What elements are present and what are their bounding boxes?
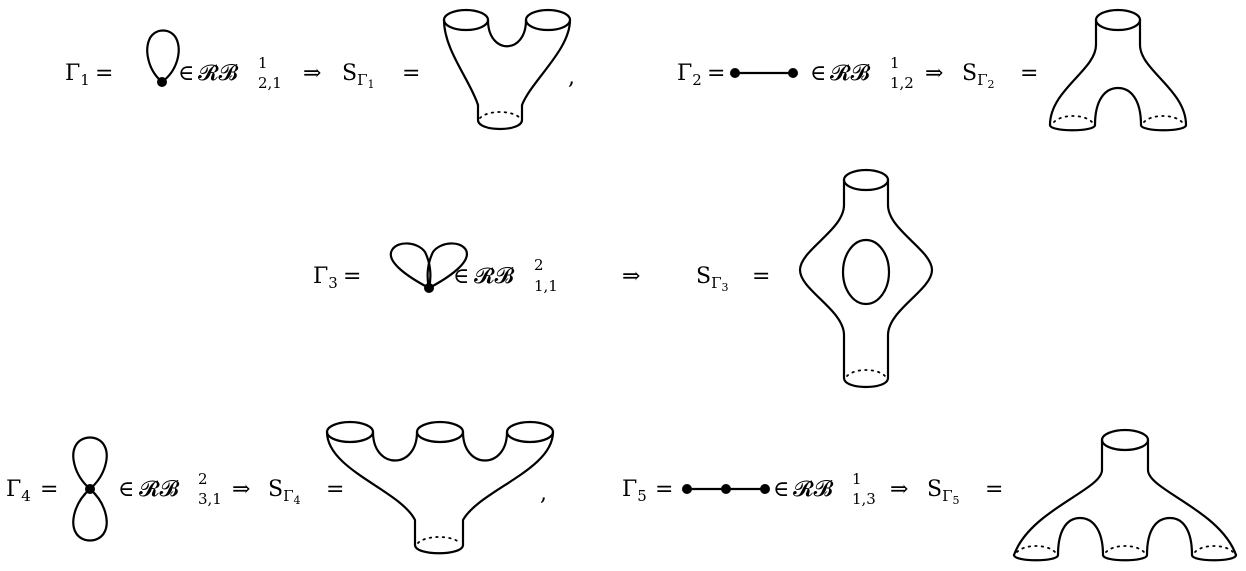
gamma-2-space-sup: 1 xyxy=(890,54,900,72)
graph-gamma-4 xyxy=(72,436,108,542)
gamma-4-comma: , xyxy=(540,481,547,506)
graph-gamma-2 xyxy=(730,68,798,78)
gamma-1-space: 𝓡𝓑 xyxy=(198,61,239,86)
vertex xyxy=(721,484,731,494)
surface-gamma-2 xyxy=(1048,8,1188,132)
gamma-3-symbol: Γ3 xyxy=(313,264,338,292)
gamma-4-equals-2: = xyxy=(326,477,344,502)
gamma-5-element-of: ∈ xyxy=(773,477,789,502)
gamma-3-space-sub: 1,1 xyxy=(534,277,558,295)
formula-gamma-4: Γ4 = ∈ 𝓡𝓑 2 3,1 ⇒ SΓ4 = , xyxy=(6,470,547,508)
gamma-5-space: 𝓡𝓑 xyxy=(793,477,834,502)
surface-gamma-4 xyxy=(325,420,555,555)
graph-gamma-1 xyxy=(146,29,180,87)
gamma-1-space-sup: 1 xyxy=(258,54,268,72)
gamma-3-surface: SΓ3 xyxy=(696,264,729,294)
gamma-5-implies: ⇒ xyxy=(890,477,908,502)
gamma-2-element-of: ∈ xyxy=(810,61,826,86)
gamma-4-space-sup: 2 xyxy=(198,470,208,488)
gamma-5-space-sub: 1,3 xyxy=(852,490,876,508)
vertex xyxy=(157,77,167,87)
gamma-1-space-sub: 2,1 xyxy=(258,74,282,92)
gamma-2-equals: = xyxy=(707,61,725,86)
gamma-2-space-sub: 1,2 xyxy=(890,74,914,92)
gamma-4-equals: = xyxy=(40,477,58,502)
gamma-2-symbol: Γ2 xyxy=(677,61,702,89)
formula-gamma-1: Γ1 = ∈ 𝓡𝓑 1 2,1 ⇒ SΓ1 = , xyxy=(65,54,575,92)
gamma-2-equals-2: = xyxy=(1020,61,1038,86)
gamma-3-space-sup: 2 xyxy=(534,256,544,274)
gamma-2-implies: ⇒ xyxy=(925,61,943,86)
gamma-2-surface: SΓ2 xyxy=(962,61,995,91)
gamma-1-equals-2: = xyxy=(402,61,420,86)
vertex xyxy=(85,484,95,494)
gamma-4-implies: ⇒ xyxy=(232,477,250,502)
vertex xyxy=(760,484,770,494)
vertex xyxy=(682,484,692,494)
surface-gamma-5 xyxy=(1012,428,1238,562)
gamma-1-element-of: ∈ xyxy=(178,61,194,86)
gamma-5-symbol: Γ5 xyxy=(622,477,647,505)
gamma-3-implies: ⇒ xyxy=(622,264,640,289)
vertex xyxy=(730,68,740,78)
gamma-1-comma: , xyxy=(568,65,575,90)
gamma-1-surface: SΓ1 xyxy=(342,61,375,91)
gamma-1-symbol: Γ1 xyxy=(65,61,90,89)
gamma-4-space: 𝓡𝓑 xyxy=(139,477,180,502)
gamma-2-space: 𝓡𝓑 xyxy=(830,61,871,86)
graph-gamma-3 xyxy=(389,242,468,293)
gamma-3-element-of: ∈ xyxy=(453,264,469,289)
formula-gamma-2: Γ2 = ∈ 𝓡𝓑 1 1,2 ⇒ SΓ2 = xyxy=(677,54,1038,92)
surface-gamma-1 xyxy=(442,8,572,130)
gamma-5-equals: = xyxy=(655,477,673,502)
gamma-4-element-of: ∈ xyxy=(118,477,134,502)
gamma-3-equals: = xyxy=(343,264,361,289)
gamma-4-space-sub: 3,1 xyxy=(198,490,222,508)
surface-gamma-3 xyxy=(798,168,934,388)
gamma-4-symbol: Γ4 xyxy=(6,477,31,505)
gamma-3-space: 𝓡𝓑 xyxy=(474,264,515,289)
vertex xyxy=(424,283,434,293)
graph-gamma-5 xyxy=(682,484,770,494)
gamma-1-implies: ⇒ xyxy=(303,61,321,86)
gamma-5-equals-2: = xyxy=(985,477,1003,502)
gamma-3-equals-2: = xyxy=(752,264,770,289)
gamma-4-surface: SΓ4 xyxy=(268,477,301,507)
formula-gamma-5: Γ5 = ∈ 𝓡𝓑 1 1,3 ⇒ SΓ5 = xyxy=(622,470,1003,508)
gamma-1-equals: = xyxy=(95,61,113,86)
vertex xyxy=(788,68,798,78)
formula-gamma-3: Γ3 = ∈ 𝓡𝓑 2 1,1 ⇒ SΓ3 = xyxy=(313,256,770,295)
gamma-5-space-sup: 1 xyxy=(852,470,862,488)
gamma-5-surface: SΓ5 xyxy=(927,477,960,507)
